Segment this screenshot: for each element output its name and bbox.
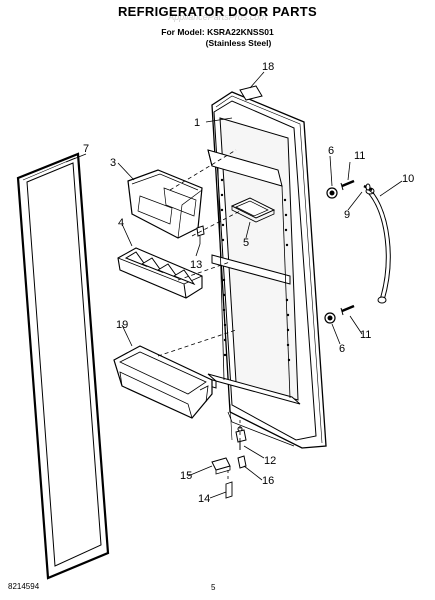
page-number: 5 (211, 583, 216, 592)
egg-bin-part (117, 247, 203, 299)
stud-upper-part (326, 187, 338, 199)
screw-11-upper-part (340, 179, 355, 191)
callout-11-upper: 11 (354, 150, 365, 162)
washer-16-part (237, 455, 247, 469)
shelf-holes-left (220, 178, 227, 357)
callout-6-upper: 6 (328, 145, 334, 157)
screw-13-part (196, 225, 205, 244)
callout-11-lower: 11 (360, 329, 371, 341)
callout-5: 5 (243, 237, 249, 249)
watermark: AppliancePartsPros.com (168, 12, 267, 22)
shelf-holes-right (283, 198, 291, 362)
door-bin-part (113, 345, 213, 419)
door-panel-part (205, 91, 327, 449)
callout-18: 18 (262, 61, 274, 73)
callout-7: 7 (83, 143, 89, 155)
variant-line: (Stainless Steel) (205, 38, 272, 48)
dairy-door-part (127, 169, 203, 239)
document-number: 8214594 (8, 582, 40, 591)
leader-lines (65, 71, 403, 499)
hinge-pin-part (235, 426, 247, 450)
callout-13: 13 (190, 259, 202, 271)
callout-15: 15 (180, 470, 192, 482)
diagram-title: REFRIGERATOR DOOR PARTS (117, 4, 318, 19)
screw-9-part (363, 183, 373, 192)
screw-11-lower-part (340, 304, 355, 316)
door-gasket-part (16, 152, 110, 580)
callout-1: 1 (194, 117, 200, 129)
stud-lower-part (324, 312, 336, 324)
callout-3: 3 (110, 157, 116, 169)
hinge-bracket-part (211, 457, 231, 475)
callout-4: 4 (118, 217, 124, 229)
callout-12: 12 (264, 455, 276, 467)
callout-14: 14 (198, 493, 210, 505)
callout-labels: 18 1 6 11 7 3 10 9 5 4 13 19 6 11 12 15 … (83, 61, 414, 505)
model-line: For Model: KSRA22KNSS01 (161, 27, 274, 37)
callout-10: 10 (402, 173, 414, 185)
callout-16: 16 (262, 475, 274, 487)
screw-14-part (225, 481, 233, 499)
callout-6-lower: 6 (339, 343, 345, 355)
shelf-insert-part (230, 197, 276, 223)
callout-9: 9 (344, 209, 350, 221)
callout-19: 19 (116, 319, 128, 331)
door-handle-part (365, 187, 391, 304)
